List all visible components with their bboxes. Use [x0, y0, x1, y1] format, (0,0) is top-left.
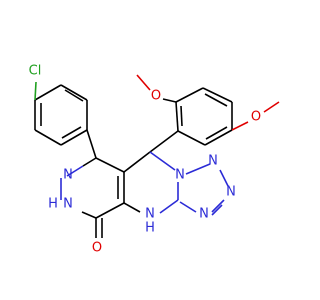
- chlorine-atom-label: Cl: [29, 64, 42, 79]
- chlorophenyl-ring: [34, 84, 88, 146]
- molecule-canvas: Cl O O N N H N N N N N H O: [28, 63, 280, 256]
- c-cl-bond: [34, 81, 37, 101]
- nitrogen-atom-label: N: [199, 207, 209, 222]
- methoxy-top-bond-b: [136, 74, 151, 91]
- central-ring: [123, 151, 179, 214]
- methoxy-top-bond-a: [162, 98, 177, 103]
- nitrogen-atom-label: N: [63, 197, 73, 212]
- nitrogen-atom-label: N: [145, 207, 155, 222]
- oxygen-atom-label: O: [251, 110, 261, 125]
- oxygen-atom-label: O: [151, 89, 161, 104]
- oxygen-atom-label: O: [92, 241, 102, 256]
- nitrogen-atom-label: N: [226, 185, 236, 200]
- nitrogen-atom-label: N: [208, 154, 218, 169]
- molecule-structure: Cl O O N N H N N N N N H O: [28, 63, 280, 256]
- methoxy-right-bond-b: [263, 101, 280, 113]
- nitrogen-atom-label: N: [175, 168, 185, 183]
- dimethoxyphenyl-ring: [175, 87, 233, 146]
- aryl-link-bond: [149, 130, 179, 153]
- methoxy-right-bond-a: [231, 121, 249, 131]
- hydrogen-atom-label: H: [48, 197, 58, 212]
- hydrogen-atom-label: H: [145, 221, 155, 236]
- phenyl-link-bond: [86, 129, 97, 159]
- tetrazole-ring: [179, 163, 229, 216]
- pyridazinone-ring: [60, 157, 125, 219]
- nitrogen-atom-label: N: [63, 168, 73, 183]
